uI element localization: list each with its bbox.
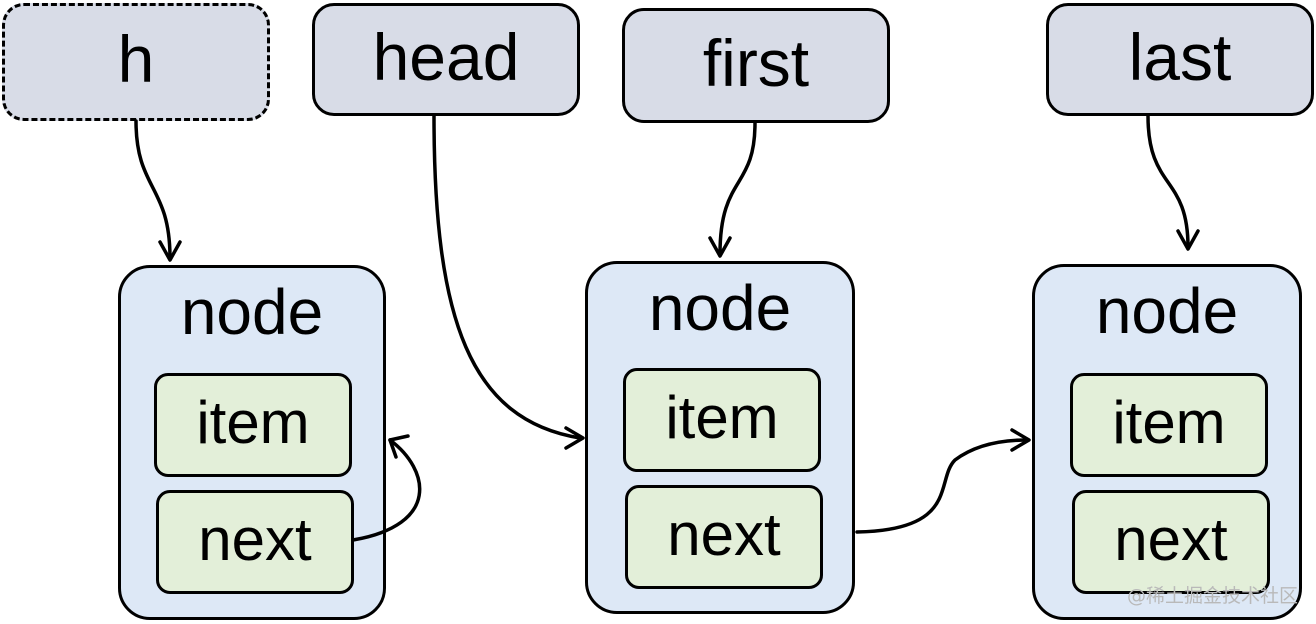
arrow-last-to-node-3 [1146, 114, 1190, 249]
arrowhead-h [158, 240, 182, 262]
arrowhead-last [1176, 229, 1200, 251]
pointer-last-label: last [1046, 3, 1314, 116]
arrowhead-head [564, 426, 585, 450]
node-1: node item next [118, 265, 386, 620]
arrow-h-to-node-1 [134, 119, 172, 260]
node-2: node item next [585, 261, 855, 614]
node-3-next-field: next [1072, 490, 1270, 594]
node-3: node item next [1032, 264, 1302, 620]
arrow-head-to-node-2 [432, 114, 582, 440]
node-2-title: node [648, 272, 792, 344]
arrowhead-first [708, 236, 732, 258]
arrow-first-to-node-2 [718, 121, 757, 256]
node-1-next-field: next [156, 490, 354, 594]
pointer-h-label: h [2, 3, 270, 121]
node-2-item-field: item [623, 368, 821, 472]
pointer-first-label: first [622, 8, 890, 123]
node-1-title: node [180, 276, 324, 348]
node-3-title: node [1095, 275, 1239, 347]
arrowhead-node-1-loop [388, 434, 410, 459]
node-3-item-field: item [1070, 373, 1268, 477]
arrowhead-node-2-next [1010, 428, 1031, 452]
node-1-item-field: item [154, 373, 352, 477]
node-2-next-field: next [625, 485, 823, 589]
arrow-node-2-next-to-node-3 [855, 438, 1029, 534]
pointer-head-label: head [312, 3, 580, 116]
watermark-text: @稀土掘金技术社区 [1126, 585, 1298, 607]
